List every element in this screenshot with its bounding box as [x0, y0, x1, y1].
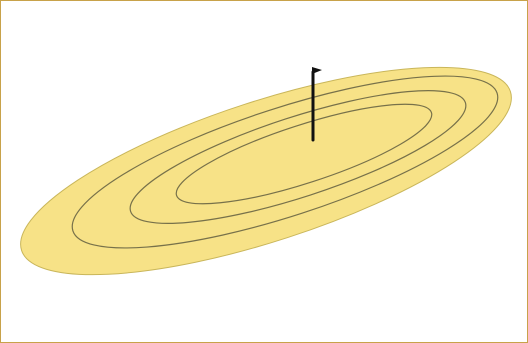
flag-icon [312, 67, 322, 74]
outer-disc [0, 25, 528, 317]
